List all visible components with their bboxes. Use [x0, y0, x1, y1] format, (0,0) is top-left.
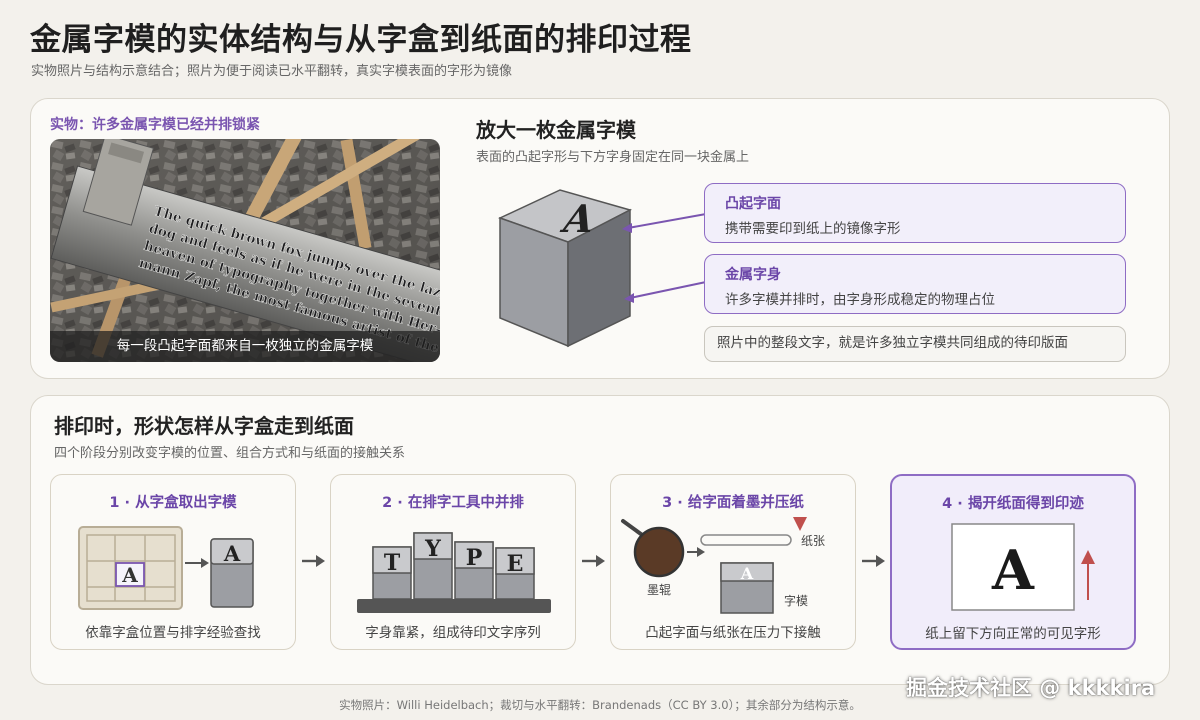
callout-title: 凸起字面 — [725, 196, 781, 212]
page-subtitle: 实物照片与结构示意结合；照片为便于阅读已水平翻转，真实字模表面的字形为镜像 — [31, 64, 513, 79]
step-1-type-letter: A — [223, 541, 241, 566]
zoom-subtitle: 表面的凸起字形与下方字身固定在同一块金属上 — [476, 150, 750, 165]
step-title: 3 · 给字面着墨并压纸 — [662, 495, 804, 511]
type-photo: The quick brown fox jumps over the lazy … — [50, 139, 440, 362]
press-down-icon — [793, 517, 807, 531]
step-title: 1 · 从字盒取出字模 — [109, 495, 237, 511]
arrow-head-icon — [622, 223, 632, 233]
process-subtitle: 四个阶段分别改变字模的位置、组合方式和与纸面的接触关系 — [54, 446, 406, 461]
type-cube-diagram: A — [498, 189, 707, 348]
paper-label: 纸张 — [801, 534, 825, 548]
step-2-illustration: T Y P E — [357, 532, 551, 613]
roller-label: 墨辊 — [647, 583, 671, 597]
callout-type-body: 金属字身 许多字模并排时，由字身形成稳定的物理占位 — [704, 254, 1126, 314]
zoom-title: 放大一枚金属字模 — [476, 118, 636, 142]
lift-up-icon — [1081, 550, 1095, 564]
step-3-illustration: 墨辊 纸张 A 字模 — [621, 517, 825, 614]
printed-paper — [951, 523, 1075, 611]
step-1-illustration: A A — [78, 526, 254, 610]
watermark: 掘金技术社区 @ kkkkira — [906, 676, 1156, 700]
paper-sheet — [700, 534, 792, 546]
step-arrow-icon — [302, 555, 325, 567]
step-4-card: 4 · 揭开纸面得到印迹 A 纸上留下方向正常的可见字形 — [890, 474, 1136, 650]
page-title: 金属字模的实体结构与从字盒到纸面的排印过程 — [30, 22, 692, 58]
step-arrow-icon — [582, 555, 605, 567]
step-title: 2 · 在排字工具中并排 — [382, 495, 524, 511]
arrow-right-icon — [697, 547, 705, 557]
callout-type-face: 凸起字面 携带需要印到纸上的镜像字形 — [704, 183, 1126, 243]
arrow-right-icon — [201, 558, 209, 568]
step-arrow-icon — [862, 555, 885, 567]
step-2-letter: T — [384, 550, 401, 576]
step-2-letter: E — [507, 551, 524, 577]
step-2-letter: P — [466, 545, 483, 571]
zoom-note: 照片中的整段文字，就是许多独立字模共同组成的待印版面 — [704, 326, 1126, 362]
photo-label: 实物：许多金属字模已经并排锁紧 — [50, 117, 260, 133]
step-4-illustration: A — [951, 523, 1095, 611]
step-3-type-letter: A — [740, 564, 754, 583]
callout-desc: 许多字模并排时，由字身形成稳定的物理占位 — [725, 292, 995, 308]
type-label: 字模 — [784, 593, 808, 608]
callout-desc: 携带需要印到纸上的镜像字形 — [725, 221, 901, 237]
arrow-head-icon — [624, 293, 634, 303]
ink-roller-icon — [633, 526, 685, 578]
step-1-case-letter: A — [121, 563, 138, 587]
step-2-card: 2 · 在排字工具中并排 T Y P E 字身靠紧，组成待印文字序列 — [330, 474, 576, 650]
step-caption: 纸上留下方向正常的可见字形 — [925, 626, 1101, 642]
callout-title: 金属字身 — [725, 267, 781, 283]
step-2-letter: Y — [424, 536, 441, 562]
footer-credits: 实物照片：Willi Heidelbach；裁切与水平翻转：Brandenads… — [339, 698, 861, 712]
step-caption: 字身靠紧，组成待印文字序列 — [365, 625, 541, 641]
step-caption: 依靠字盒位置与排字经验查找 — [85, 625, 261, 641]
printed-letter: A — [991, 538, 1035, 602]
photo-caption: 每一段凸起字面都来自一枚独立的金属字模 — [50, 331, 440, 362]
step-1-card: 1 · 从字盒取出字模 A A 依靠字盒位置与排字经验查找 — [50, 474, 296, 650]
step-caption: 凸起字面与纸张在压力下接触 — [645, 625, 821, 641]
process-title: 排印时，形状怎样从字盒走到纸面 — [54, 414, 354, 438]
step-3-card: 3 · 给字面着墨并压纸 墨辊 纸张 A 字模 凸起字面与纸张在压力下接触 — [610, 474, 856, 650]
step-title: 4 · 揭开纸面得到印迹 — [942, 496, 1084, 512]
